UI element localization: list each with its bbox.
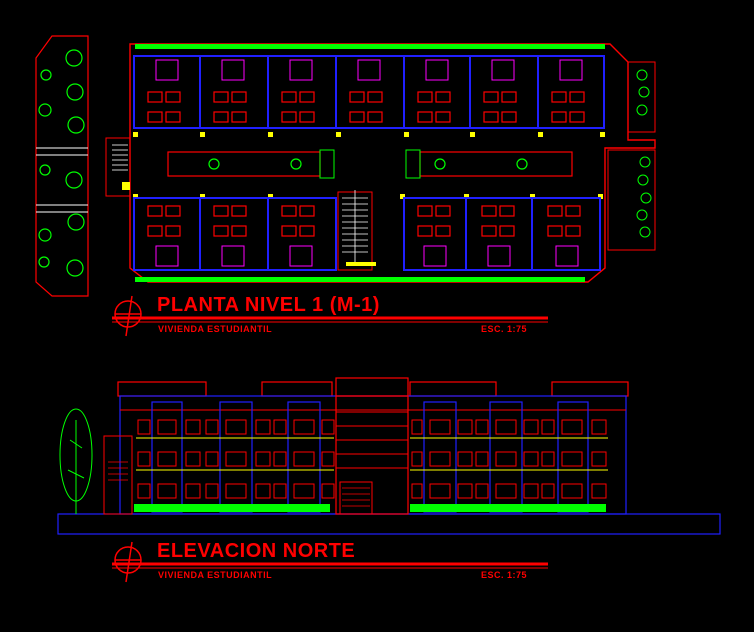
facade-outline bbox=[119, 395, 627, 515]
east-garden-box-upper bbox=[627, 61, 656, 133]
entrance-stair-treads bbox=[112, 144, 128, 171]
entrance-stair bbox=[105, 137, 131, 197]
garden-vegetation bbox=[38, 49, 85, 277]
garden-strip-outline bbox=[35, 35, 89, 297]
main-entrance bbox=[339, 481, 373, 515]
upper-room-furniture bbox=[147, 91, 585, 123]
plan-scale: ESC. 1:75 bbox=[481, 324, 528, 334]
corridor-plants bbox=[208, 158, 528, 170]
elevation-title: ELEVACION NORTE bbox=[157, 540, 356, 562]
main-entrance-lines bbox=[342, 487, 370, 507]
upper-room-walls bbox=[133, 55, 605, 129]
central-stair-landing bbox=[346, 262, 376, 266]
perimeter-hedge bbox=[135, 44, 605, 282]
elevation-scale: ESC. 1:75 bbox=[481, 570, 528, 580]
elevation-tree bbox=[59, 408, 93, 514]
elevation-title-symbol bbox=[114, 541, 142, 583]
plan-title: PLANTA NIVEL 1 (M-1) bbox=[157, 294, 380, 316]
plan-title-symbol bbox=[114, 295, 142, 337]
east-vegetation bbox=[636, 69, 652, 238]
bay-modules bbox=[151, 401, 589, 513]
lower-room-walls bbox=[133, 197, 601, 271]
plan-subtitle: VIVIENDA ESTUDIANTIL bbox=[158, 324, 273, 334]
lower-room-furniture bbox=[147, 205, 581, 237]
east-garden-box-lower bbox=[607, 149, 656, 251]
central-tower-bands bbox=[336, 411, 408, 469]
floor-plan bbox=[35, 35, 656, 337]
corridor-doors bbox=[133, 132, 605, 199]
central-stair-treads bbox=[342, 190, 368, 262]
entrance-marker bbox=[122, 182, 130, 190]
ground-platform bbox=[57, 513, 721, 535]
west-annex-stripes bbox=[108, 461, 128, 481]
corridor-planter-east bbox=[419, 151, 573, 177]
ground-shrubs bbox=[134, 504, 606, 512]
roof-blocks bbox=[117, 377, 629, 397]
window-sills bbox=[136, 437, 608, 471]
elevation-windows bbox=[137, 419, 607, 499]
corridor-box-west bbox=[319, 149, 335, 179]
corridor-box-east bbox=[405, 149, 421, 179]
corridor-planter-west bbox=[167, 151, 321, 177]
north-elevation bbox=[57, 377, 721, 583]
elevation-subtitle: VIVIENDA ESTUDIANTIL bbox=[158, 570, 273, 580]
upper-room-fixtures bbox=[155, 59, 583, 81]
west-annex bbox=[103, 435, 133, 515]
lower-room-fixtures bbox=[155, 245, 579, 267]
